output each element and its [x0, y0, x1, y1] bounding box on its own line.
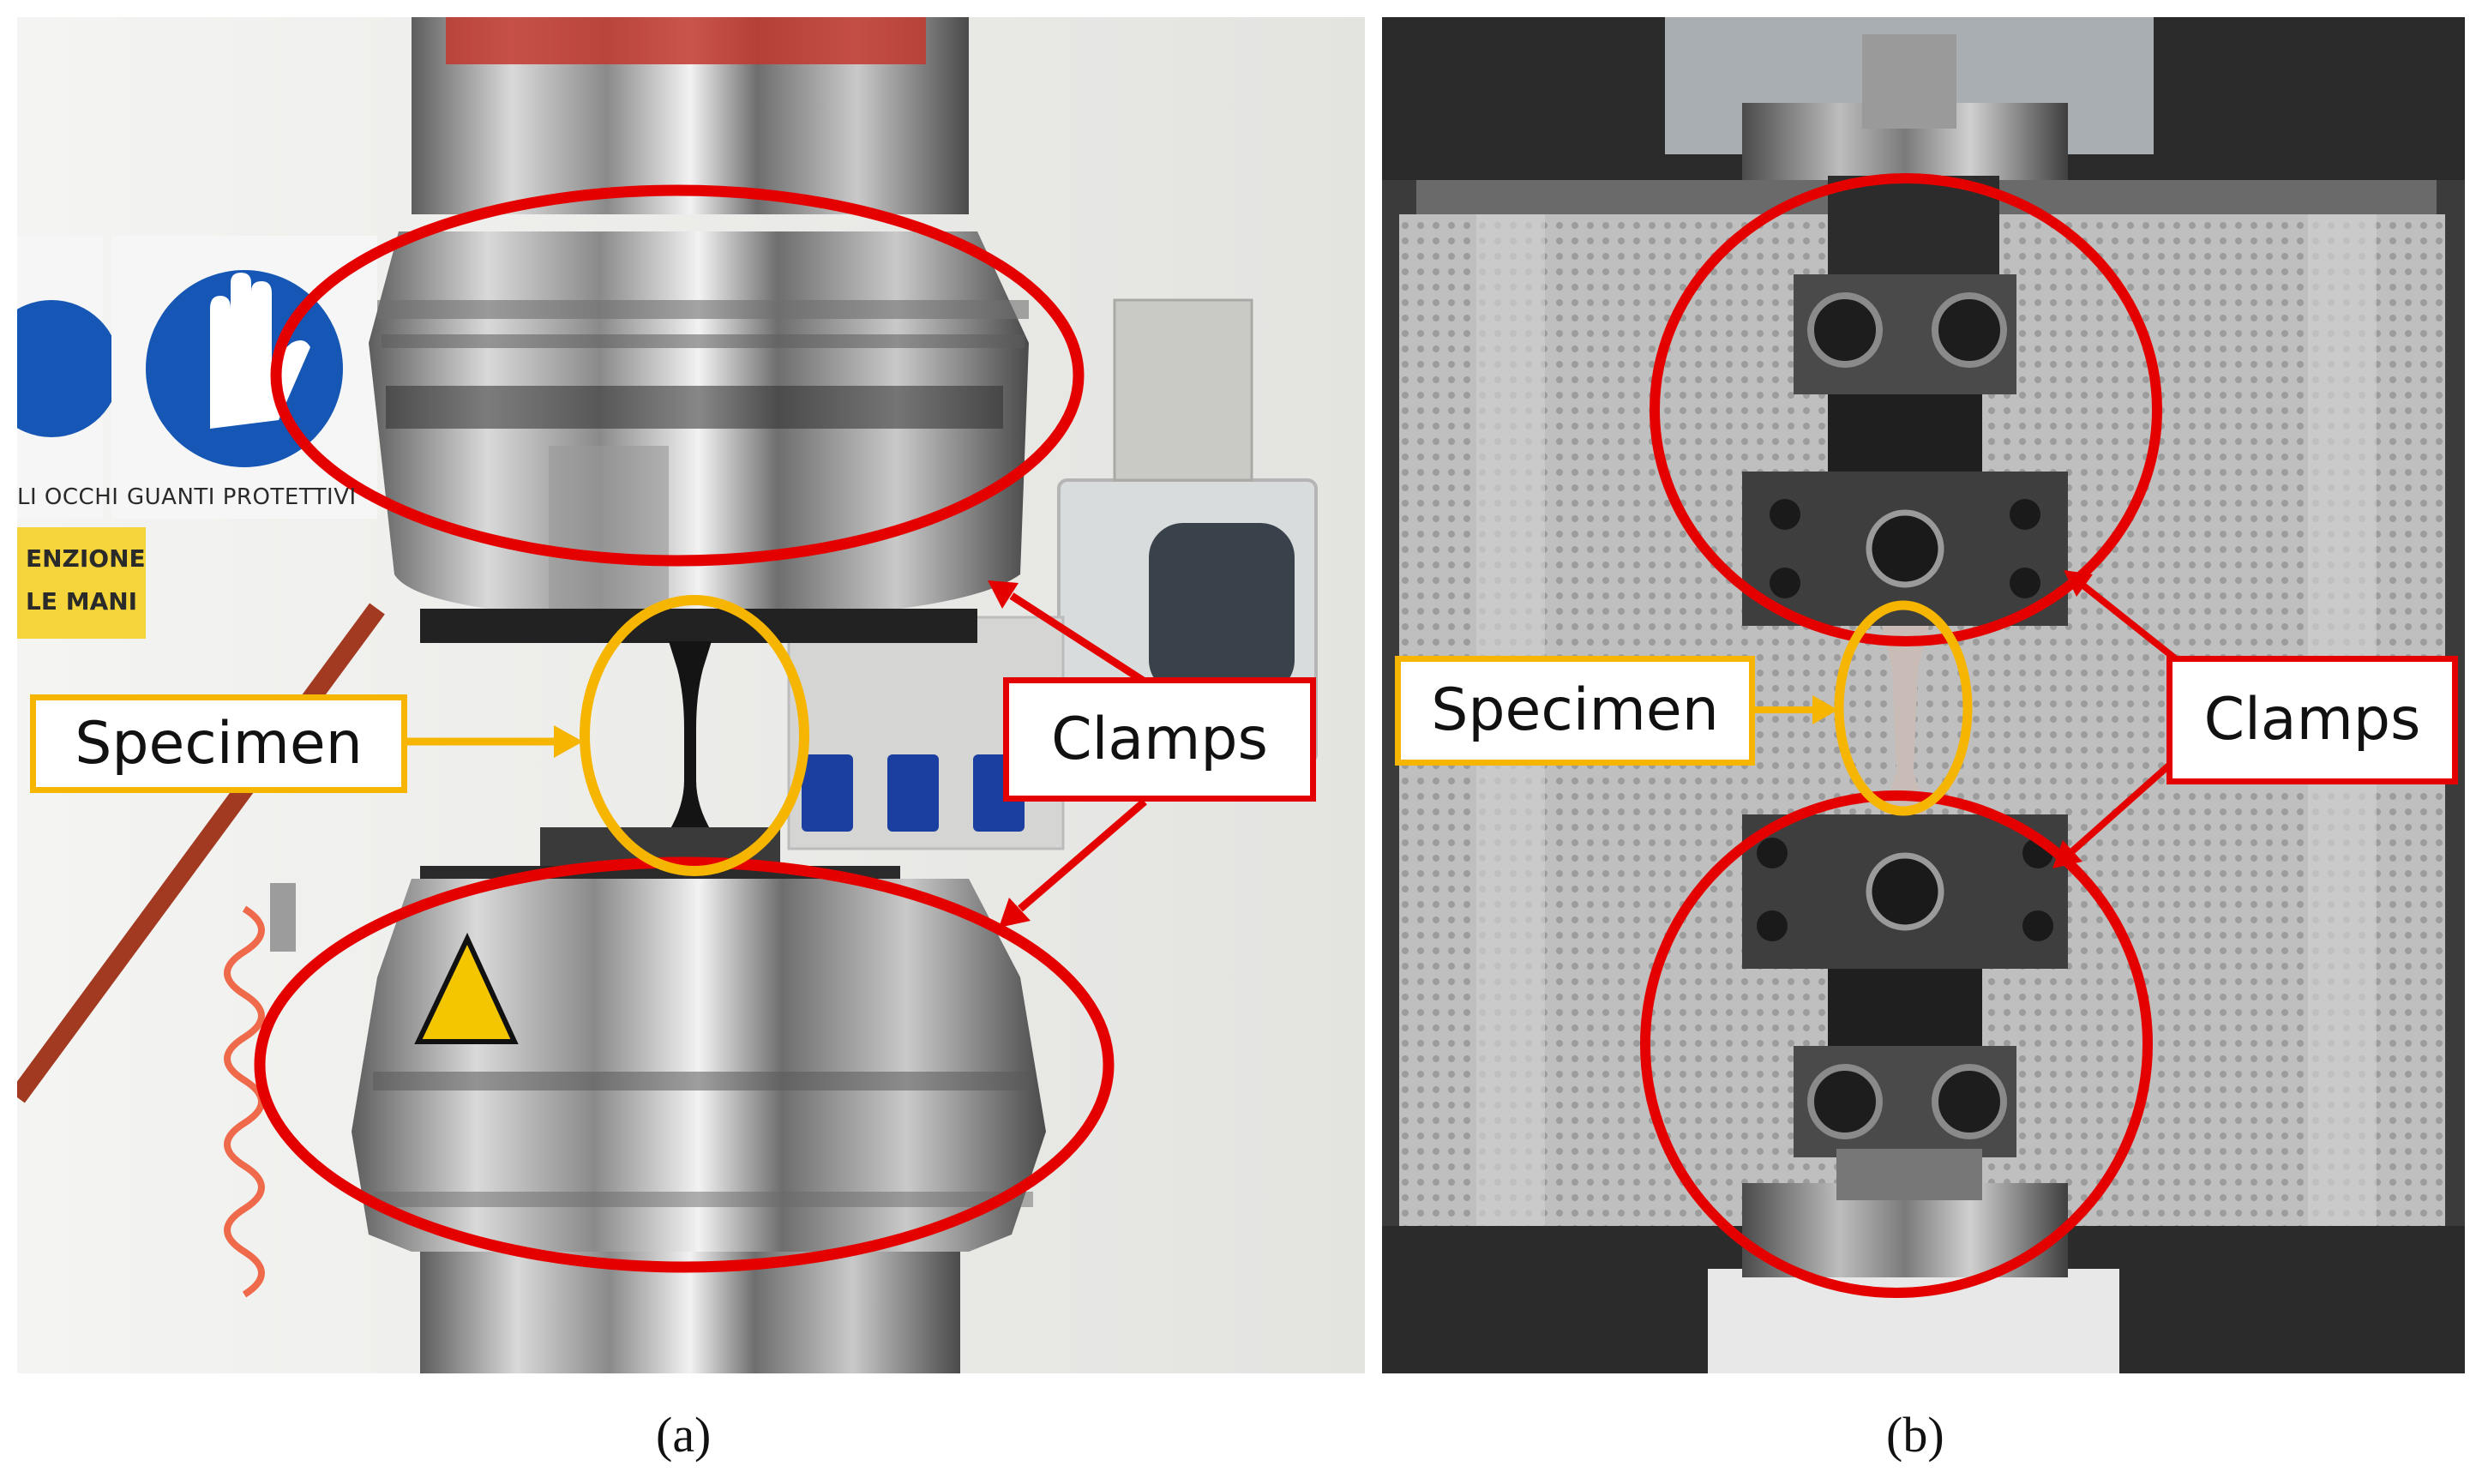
- specimen-a: [669, 641, 712, 832]
- specimen-highlight-a: [580, 595, 809, 876]
- specimen-b: [1882, 626, 1929, 814]
- clamp-arrow-upper-a: [1009, 592, 1147, 685]
- specimen-highlight-b: [1834, 600, 1973, 816]
- warning-line-2: LE MANI: [26, 587, 138, 616]
- clamp-highlight-lower-b: [1640, 790, 2153, 1298]
- clamp-arrow-upper-b: [2081, 582, 2182, 665]
- caption-a: (a): [656, 1407, 712, 1463]
- clamp-arrow-lower-a: [1018, 798, 1147, 912]
- specimen-callout-a-text: Specimen: [75, 709, 363, 778]
- clamp-highlight-upper-a: [270, 184, 1085, 567]
- specimen-callout-a: Specimen: [30, 694, 407, 793]
- eye-protection-icon: [17, 300, 120, 437]
- hand-warning-icon: [414, 932, 519, 1044]
- clamp-highlight-upper-b: [1650, 173, 2162, 646]
- specimen-callout-b: Specimen: [1395, 656, 1755, 766]
- lower-base: [1708, 1269, 2119, 1373]
- specimen-callout-b-text: Specimen: [1431, 676, 1719, 744]
- clamp-highlight-lower-a: [254, 856, 1115, 1273]
- clamp-arrow-lower-b: [2070, 754, 2182, 854]
- sign-label-gloves: GUANTI PROTETTIVI: [127, 484, 357, 510]
- sign-label-eyes: LI OCCHI: [17, 484, 119, 510]
- lower-clamp-body: [352, 879, 1046, 1252]
- photo-panel-a: LI OCCHI GUANTI PROTETTIVI ENZIONE LE MA…: [17, 17, 1365, 1373]
- photo-panel-b: Specimen Clamps: [1382, 17, 2465, 1373]
- clamps-callout-a-text: Clamps: [1051, 705, 1268, 773]
- warning-line-1: ENZIONE: [26, 544, 146, 573]
- clamps-callout-b: Clamps: [2166, 656, 2458, 784]
- clamps-callout-a: Clamps: [1003, 677, 1316, 802]
- clamps-callout-b-text: Clamps: [2203, 686, 2421, 754]
- caption-b: (b): [1886, 1407, 1944, 1463]
- warning-sign: [17, 527, 146, 639]
